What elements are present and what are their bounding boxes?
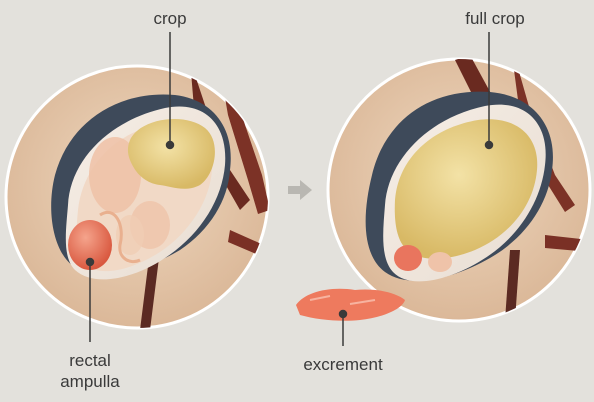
rectal-ampulla-label-line1: rectal xyxy=(40,350,140,371)
full-crop-label: full crop xyxy=(440,8,550,29)
ant-gaster-normal xyxy=(6,40,275,330)
rectal-ampulla-label-line2: ampulla xyxy=(40,371,140,392)
rectal-ampulla-label: rectal ampulla xyxy=(40,350,140,392)
excrement-label: excrement xyxy=(288,354,398,375)
right-arrow-icon xyxy=(288,180,312,200)
ant-gaster-full xyxy=(328,40,590,321)
crop-label: crop xyxy=(130,8,210,29)
